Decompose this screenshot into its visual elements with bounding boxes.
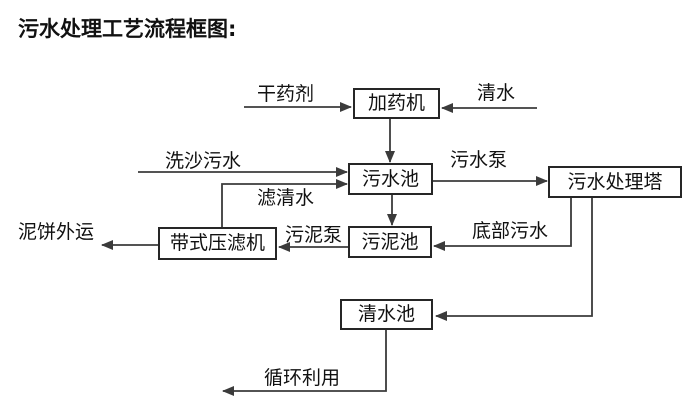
flow-label-dry-agent: 干药剂: [257, 83, 315, 105]
edge-filter-press-to-sewage-pool: [221, 179, 348, 227]
flow-label-sludge-pump: 污泥泵: [285, 224, 343, 246]
node-clean-water-pool: 清水池: [340, 299, 433, 330]
node-treatment-tower: 污水处理塔: [548, 166, 682, 198]
edge-treatment-tower-to-clean-water-pool: [435, 198, 593, 321]
flow-label-sand-washing-sewage: 洗沙污水: [165, 150, 242, 172]
page-title: 污水处理工艺流程框图:: [18, 17, 237, 41]
node-dosing-machine: 加药机: [353, 88, 440, 119]
node-sludge-pool: 污泥池: [348, 226, 432, 258]
flow-label-recycle: 循环利用: [264, 367, 341, 389]
flow-label-filtered-water: 滤清水: [257, 187, 315, 209]
flow-label-mud-cake-out: 泥饼外运: [18, 221, 95, 243]
edge-clean-water-pool-to-recycle: [222, 330, 387, 396]
edge-treatment-tower-to-sludge-pool: [433, 198, 572, 251]
node-sewage-pool: 污水池: [348, 163, 433, 195]
flow-label-clean-water: 清水: [477, 82, 516, 104]
flow-label-sewage-pump: 污水泵: [450, 149, 508, 171]
flow-label-bottom-sewage: 底部污水: [472, 220, 549, 242]
node-belt-filter-press: 带式压滤机: [158, 227, 277, 260]
